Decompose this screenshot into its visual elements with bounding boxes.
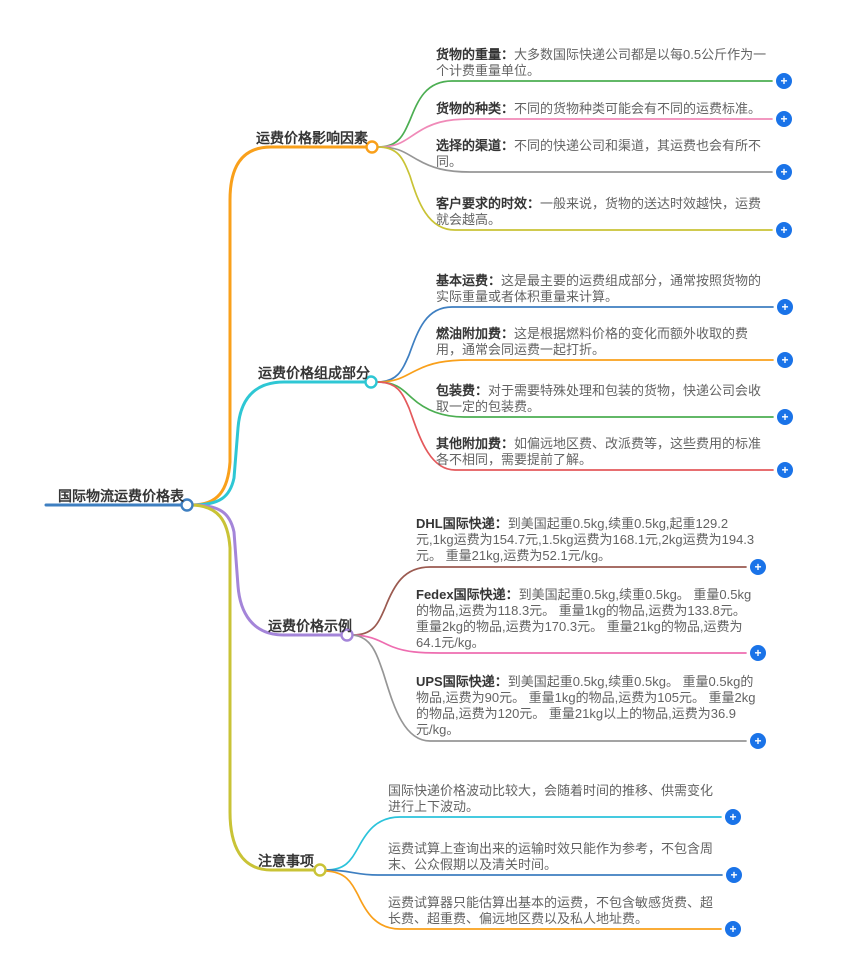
topic-label: 客户要求的时效： bbox=[436, 196, 541, 211]
leaf-topic-fedex[interactable]: Fedex国际快递：到美国起重0.5kg,续重0.5kg。 重量0.5kg的物品… bbox=[416, 587, 760, 651]
topic-text: 大多数国际快递公司都是以每0.5公斤作为一个计费重量单位。 bbox=[436, 47, 767, 78]
topic-text: 对于需要特殊处理和包装的货物，快递公司会收取一定的包装费。 bbox=[436, 383, 762, 414]
leaf-line-dhl bbox=[352, 566, 747, 636]
add-subtopic-button[interactable]: + bbox=[776, 73, 792, 89]
leaf-topic-note-transit[interactable]: 运费试算上查询出来的运输时效只能作为参考，不包含周末、公众假期以及清关时间。 bbox=[388, 841, 722, 873]
leaf-topic-dhl[interactable]: DHL国际快递：到美国起重0.5kg,续重0.5kg,起重129.2元,1kg运… bbox=[416, 516, 760, 564]
leaf-topic-packing-fee[interactable]: 包装费：对于需要特殊处理和包装的货物，快递公司会收取一定的包装费。 bbox=[436, 383, 773, 415]
topic-label: Fedex国际快递： bbox=[416, 587, 519, 602]
add-subtopic-button[interactable]: + bbox=[750, 559, 766, 575]
branch-topic-notes[interactable]: 注意事项 bbox=[258, 853, 314, 869]
topic-label: 货物的种类： bbox=[436, 101, 515, 116]
topic-text: 一般来说，货物的送达时效越快，运费就会越高。 bbox=[436, 196, 762, 227]
leaf-line-weight bbox=[377, 80, 773, 148]
branch-topic-price-components[interactable]: 运费价格组成部分 bbox=[258, 365, 370, 381]
leaf-topic-delivery-time[interactable]: 客户要求的时效：一般来说，货物的送达时效越快，运费就会越高。 bbox=[436, 196, 770, 228]
topic-text: 这是最主要的运费组成部分，通常按照货物的实际重量或者体积重量来计算。 bbox=[436, 273, 762, 304]
leaf-line-channel bbox=[377, 146, 773, 173]
add-subtopic-button[interactable]: + bbox=[725, 809, 741, 825]
leaf-topic-note-estimator[interactable]: 运费试算器只能估算出基本的运费，不包含敏感货费、超长费、超重费、偏远地区费以及私… bbox=[388, 895, 722, 927]
root-connector-ring[interactable] bbox=[180, 498, 194, 512]
root-topic[interactable]: 国际物流运费价格表 bbox=[58, 488, 184, 504]
add-subtopic-button[interactable]: + bbox=[776, 164, 792, 180]
topic-text: 到美国起重0.5kg,续重0.5kg。 重量0.5kg的物品,运费为118.3元… bbox=[416, 587, 752, 650]
add-subtopic-button[interactable]: + bbox=[725, 921, 741, 937]
leaf-line-fuel-surcharge bbox=[376, 359, 774, 383]
leaf-topic-fuel-surcharge[interactable]: 燃油附加费：这是根据燃料价格的变化而额外收取的费用，通常会同运费一起打折。 bbox=[436, 326, 773, 358]
leaf-topic-category[interactable]: 货物的种类：不同的货物种类可能会有不同的运费标准。 bbox=[436, 101, 770, 117]
leaf-topic-ups[interactable]: UPS国际快递：到美国起重0.5kg,续重0.5kg。 重量0.5kg的物品,运… bbox=[416, 674, 760, 738]
topic-label: 其他附加费： bbox=[436, 436, 515, 451]
topic-text: 到美国起重0.5kg,续重0.5kg,起重129.2元,1kg运费为154.7元… bbox=[416, 516, 755, 563]
leaf-line-ups bbox=[352, 634, 747, 742]
add-subtopic-button[interactable]: + bbox=[776, 222, 792, 238]
leaf-line-note-transit bbox=[325, 869, 723, 876]
branch-line-components bbox=[190, 380, 367, 507]
add-subtopic-button[interactable]: + bbox=[777, 409, 793, 425]
topic-label: 货物的重量： bbox=[436, 47, 515, 62]
leaf-line-category bbox=[377, 118, 773, 148]
branch-line-notes bbox=[190, 503, 316, 872]
leaf-line-base-fee bbox=[376, 306, 774, 383]
leaf-topic-base-fee[interactable]: 基本运费：这是最主要的运费组成部分，通常按照货物的实际重量或者体积重量来计算。 bbox=[436, 273, 773, 305]
add-subtopic-button[interactable]: + bbox=[750, 733, 766, 749]
leaf-line-note-estimator bbox=[325, 870, 722, 930]
add-subtopic-button[interactable]: + bbox=[777, 299, 793, 315]
topic-text: 运费试算上查询出来的运输时效只能作为参考，不包含周末、公众假期以及清关时间。 bbox=[388, 841, 714, 872]
branch-ring-factors[interactable] bbox=[365, 140, 379, 154]
topic-text: 国际快递价格波动比较大，会随着时间的推移、供需变化进行上下波动。 bbox=[388, 783, 714, 814]
topic-label: UPS国际快递： bbox=[416, 674, 508, 689]
topic-label: 选择的渠道： bbox=[436, 138, 515, 153]
branch-ring-components[interactable] bbox=[364, 375, 378, 389]
topic-text: 不同的货物种类可能会有不同的运费标准。 bbox=[514, 101, 762, 116]
leaf-line-fedex bbox=[352, 634, 747, 654]
add-subtopic-button[interactable]: + bbox=[726, 867, 742, 883]
topic-text: 如偏远地区费、改派费等，这些费用的标准各不相同，需要提前了解。 bbox=[436, 436, 762, 467]
topic-label: 燃油附加费： bbox=[436, 326, 515, 341]
leaf-line-note-fluctuation bbox=[325, 816, 722, 871]
leaf-topic-channel[interactable]: 选择的渠道：不同的快递公司和渠道，其运费也会有所不同。 bbox=[436, 138, 770, 170]
topic-label: 包装费： bbox=[436, 383, 489, 398]
add-subtopic-button[interactable]: + bbox=[777, 352, 793, 368]
add-subtopic-button[interactable]: + bbox=[776, 111, 792, 127]
leaf-line-other-surcharge bbox=[376, 381, 774, 471]
topic-label: 基本运费： bbox=[436, 273, 502, 288]
topic-text: 运费试算器只能估算出基本的运费，不包含敏感货费、超长费、超重费、偏远地区费以及私… bbox=[388, 895, 714, 926]
leaf-topic-other-surcharge[interactable]: 其他附加费：如偏远地区费、改派费等，这些费用的标准各不相同，需要提前了解。 bbox=[436, 436, 773, 468]
topic-text: 到美国起重0.5kg,续重0.5kg。 重量0.5kg的物品,运费为90元。 重… bbox=[416, 674, 756, 737]
branch-line-factors bbox=[190, 145, 368, 507]
topic-text: 不同的快递公司和渠道，其运费也会有所不同。 bbox=[436, 138, 762, 169]
leaf-line-delivery-time bbox=[377, 146, 773, 231]
branch-topic-price-factors[interactable]: 运费价格影响因素 bbox=[256, 130, 368, 146]
leaf-topic-note-fluctuation[interactable]: 国际快递价格波动比较大，会随着时间的推移、供需变化进行上下波动。 bbox=[388, 783, 722, 815]
branch-ring-examples[interactable] bbox=[340, 628, 354, 642]
topic-text: 这是根据燃料价格的变化而额外收取的费用，通常会同运费一起打折。 bbox=[436, 326, 749, 357]
topic-label: DHL国际快递： bbox=[416, 516, 508, 531]
add-subtopic-button[interactable]: + bbox=[777, 462, 793, 478]
add-subtopic-button[interactable]: + bbox=[750, 645, 766, 661]
leaf-topic-weight[interactable]: 货物的重量：大多数国际快递公司都是以每0.5公斤作为一个计费重量单位。 bbox=[436, 47, 770, 79]
branch-ring-notes[interactable] bbox=[313, 863, 327, 877]
branch-topic-price-examples[interactable]: 运费价格示例 bbox=[268, 618, 352, 634]
branch-line-examples bbox=[190, 503, 343, 637]
